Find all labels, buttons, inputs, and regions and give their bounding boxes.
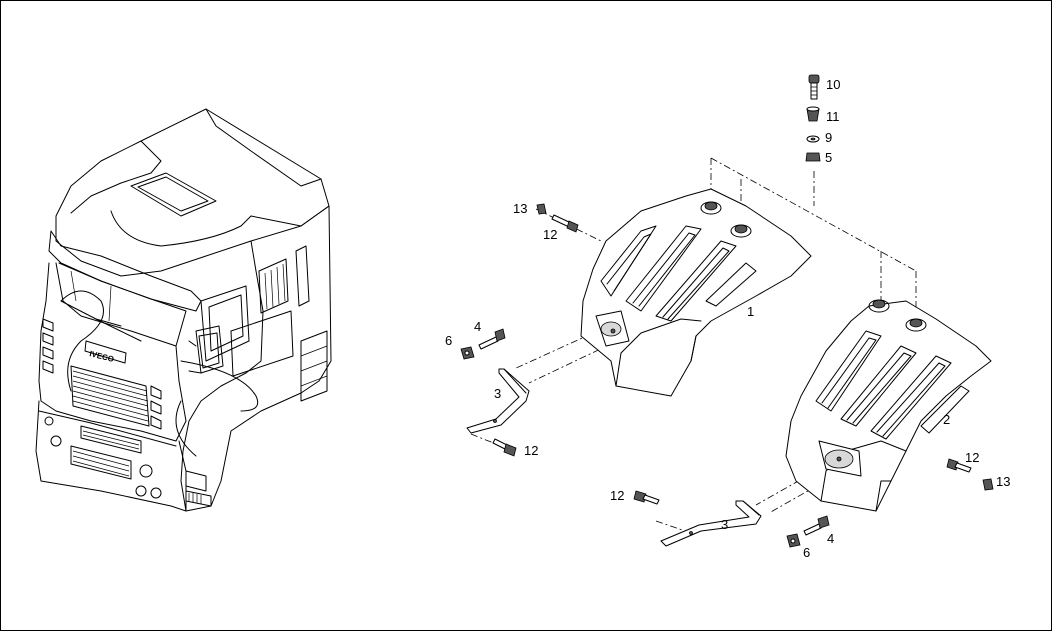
bolt-part-12-middle: [492, 438, 517, 457]
callout-9: 9: [825, 130, 832, 145]
mudguard-part-1: [580, 188, 812, 397]
spacer-part-11: [806, 106, 820, 122]
callout-5: 5: [825, 150, 832, 165]
bracket-part-3-lower: [660, 500, 762, 547]
nut-part-6-upper: [460, 346, 475, 360]
nut-part-13-upper: [536, 203, 547, 215]
callout-13-upper: 13: [513, 201, 527, 216]
nut-part-6-lower: [786, 533, 801, 548]
truck-cab-illustration: IVECO: [35, 108, 332, 512]
callout-1: 1: [747, 304, 754, 319]
bolt-part-4-upper: [478, 328, 506, 350]
callout-10: 10: [826, 77, 840, 92]
callout-2: 2: [943, 412, 950, 427]
callout-12-right: 12: [965, 450, 979, 465]
callout-6-lower: 6: [803, 545, 810, 560]
callout-12-lower: 12: [610, 488, 624, 503]
nut-part-5: [805, 152, 821, 162]
callout-11: 11: [826, 109, 840, 124]
mudguard-part-2: [785, 299, 992, 512]
callout-4-lower: 4: [827, 531, 834, 546]
callout-3-lower: 3: [721, 517, 728, 532]
bolt-part-10: [808, 74, 820, 100]
callout-3-upper: 3: [494, 386, 501, 401]
callout-12-upper: 12: [543, 227, 557, 242]
bolt-part-12-upper: [551, 214, 579, 233]
bracket-part-3-upper: [466, 368, 530, 434]
callout-6-upper: 6: [445, 333, 452, 348]
callout-4-upper: 4: [474, 319, 481, 334]
washer-part-9: [806, 135, 820, 143]
callout-12-middle: 12: [524, 443, 538, 458]
nut-part-13-right: [982, 478, 994, 491]
bolt-part-12-lower: [633, 490, 660, 505]
bolt-part-12-right: [946, 458, 972, 473]
callout-13-right: 13: [996, 474, 1010, 489]
bolt-part-4-lower: [803, 515, 830, 536]
callout-labels: 10 11 9 5 13 12 1 4 6 3 12 2 12 13 12 3 …: [445, 77, 1010, 560]
